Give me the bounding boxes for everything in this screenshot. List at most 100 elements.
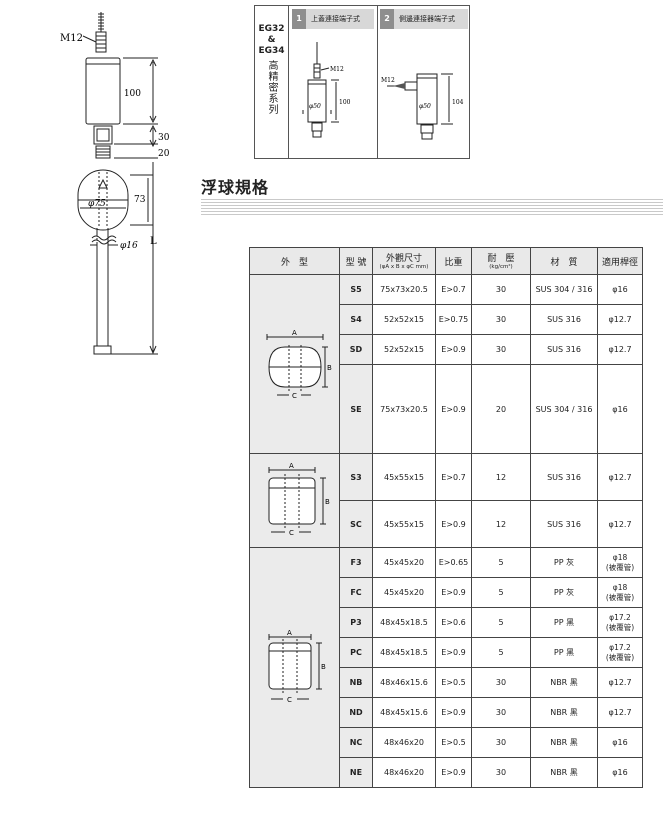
material-cell: SUS 316 <box>530 453 598 501</box>
shape-cylinder: A B C <box>249 453 340 548</box>
model-cell: S5 <box>339 274 373 305</box>
material-cell: SUS 304 / 316 <box>530 274 598 305</box>
variant-1-thread: M12 <box>330 66 344 73</box>
small-cylinder-label-b: B <box>321 663 326 671</box>
dim-float-label: 73 <box>134 195 146 205</box>
cylinder-float-icon: A B C <box>268 462 330 537</box>
rod-value: φ18 <box>612 552 628 562</box>
header-rod: 適用桿徑 <box>597 247 643 275</box>
variant-1-dia: φ50 <box>309 103 321 110</box>
table-row: ND 48x45x15.6 E>0.9 30 NBR 黑 φ12.7 <box>250 697 643 728</box>
rod-value: φ17.2 <box>609 612 631 622</box>
table-header-row: 外 型 型 號 外觀尺寸(φA x B x φC mm) 比重 耐 壓(kg/c… <box>249 247 643 275</box>
variant-divider <box>377 6 378 158</box>
model-cell: P3 <box>339 607 373 638</box>
header-dims: 外觀尺寸(φA x B x φC mm) <box>372 247 436 275</box>
variant-2-height: 104 <box>452 99 464 106</box>
dim-body-label: 100 <box>124 89 141 99</box>
pressure-cell: 30 <box>471 757 531 788</box>
rod-value: φ17.2 <box>609 642 631 652</box>
model-cell: ND <box>339 697 373 728</box>
pressure-cell: 12 <box>471 453 531 501</box>
rod-cell: φ12.7 <box>597 697 643 728</box>
material-cell: NBR 黑 <box>530 667 598 698</box>
dims-cell: 75x73x20.5 <box>372 364 436 454</box>
sphere-label-a: A <box>292 329 297 337</box>
variant-1-number: 1 <box>292 9 306 29</box>
material-cell: NBR 黑 <box>530 697 598 728</box>
table-row: SC 45x55x15 E>0.9 12 SUS 316 φ12.7 <box>250 500 643 548</box>
dims-cell: 75x73x20.5 <box>372 274 436 305</box>
sphere-float-icon: A B C <box>266 329 332 400</box>
sg-cell: E>0.9 <box>435 364 472 454</box>
dim-float-dia-label: φ75 <box>88 199 106 209</box>
material-cell: PP 灰 <box>530 547 598 578</box>
material-cell: PP 黑 <box>530 637 598 668</box>
float-spec-table: 外 型 型 號 外觀尺寸(φA x B x φC mm) 比重 耐 壓(kg/c… <box>249 247 643 788</box>
dims-cell: 48x46x15.6 <box>372 667 436 698</box>
thread-label: M12 <box>60 33 83 44</box>
rod-cell: φ12.7 <box>597 334 643 365</box>
shape-small-cylinder: A B C <box>249 547 340 788</box>
pressure-cell: 5 <box>471 637 531 668</box>
dims-cell: 48x46x20 <box>372 757 436 788</box>
header-model: 型 號 <box>339 247 373 275</box>
pressure-cell: 30 <box>471 667 531 698</box>
rod-cell: φ17.2(被覆管) <box>597 637 643 668</box>
pressure-cell: 5 <box>471 547 531 578</box>
dims-cell: 52x52x15 <box>372 334 436 365</box>
series-name-1: EG32 <box>258 24 285 34</box>
table-row: A B C S3 45x55x15 E>0.7 12 SUS 316 φ12.7 <box>249 453 643 548</box>
table-row: SD 52x52x15 E>0.9 30 SUS 316 φ12.7 <box>250 334 643 365</box>
dims-cell: 52x52x15 <box>372 304 436 335</box>
variant-2-dia: φ50 <box>419 103 431 110</box>
header-sg: 比重 <box>435 247 472 275</box>
variant-2-label: 側邊連接器端子式 <box>399 15 455 23</box>
title-rule <box>201 199 663 216</box>
cylinder-label-c: C <box>289 529 294 537</box>
dims-cell: 48x46x20 <box>372 727 436 758</box>
dims-cell: 45x45x20 <box>372 547 436 578</box>
header-pressure: 耐 壓(kg/cm²) <box>471 247 531 275</box>
header-dims-sub: (φA x B x φC mm) <box>379 264 429 270</box>
pressure-cell: 5 <box>471 607 531 638</box>
rod-cell: φ16 <box>597 757 643 788</box>
rod-cell: φ16 <box>597 727 643 758</box>
sg-cell: E>0.6 <box>435 607 472 638</box>
pressure-cell: 12 <box>471 500 531 548</box>
table-row: A B C F3 45x45x20 E>0.65 5 PP 灰 φ18(被覆管) <box>249 547 643 788</box>
rod-cell: φ17.2(被覆管) <box>597 607 643 638</box>
header-material: 材 質 <box>530 247 598 275</box>
model-cell: SC <box>339 500 373 548</box>
table-row: SE 75x73x20.5 E>0.9 20 SUS 304 / 316 φ16 <box>250 364 643 454</box>
rod-note: (被覆管) <box>605 562 635 572</box>
small-cylinder-float-icon: A B C <box>268 629 326 704</box>
model-cell: SE <box>339 364 373 454</box>
material-cell: PP 黑 <box>530 607 598 638</box>
variant-1-height: 100 <box>339 99 351 106</box>
section-title: 浮球規格 <box>201 178 270 197</box>
variant-2-number: 2 <box>380 9 394 29</box>
dim-30-label: 30 <box>158 133 170 143</box>
rod-cell: φ12.7 <box>597 304 643 335</box>
variant-2-thread: M12 <box>381 77 395 84</box>
model-cell: NB <box>339 667 373 698</box>
sphere-label-c: C <box>292 392 297 400</box>
material-cell: SUS 316 <box>530 500 598 548</box>
float-switch-drawing: M12 100 30 20 73 φ75 L φ16 <box>60 12 170 355</box>
header-pressure-label: 耐 壓 <box>487 254 515 264</box>
dims-cell: 48x45x15.6 <box>372 697 436 728</box>
pressure-cell: 30 <box>471 727 531 758</box>
sg-cell: E>0.9 <box>435 637 472 668</box>
small-cylinder-label-c: C <box>287 696 292 704</box>
sg-cell: E>0.9 <box>435 334 472 365</box>
table-row: S4 52x52x15 E>0.75 30 SUS 316 φ12.7 <box>250 304 643 335</box>
dims-cell: 45x45x20 <box>372 577 436 608</box>
series-vertical-text: 高精密系列 <box>266 60 277 115</box>
model-cell: PC <box>339 637 373 668</box>
material-cell: SUS 316 <box>530 334 598 365</box>
model-cell: FC <box>339 577 373 608</box>
rod-cell: φ12.7 <box>597 500 643 548</box>
cylinder-label-b: B <box>325 498 330 506</box>
